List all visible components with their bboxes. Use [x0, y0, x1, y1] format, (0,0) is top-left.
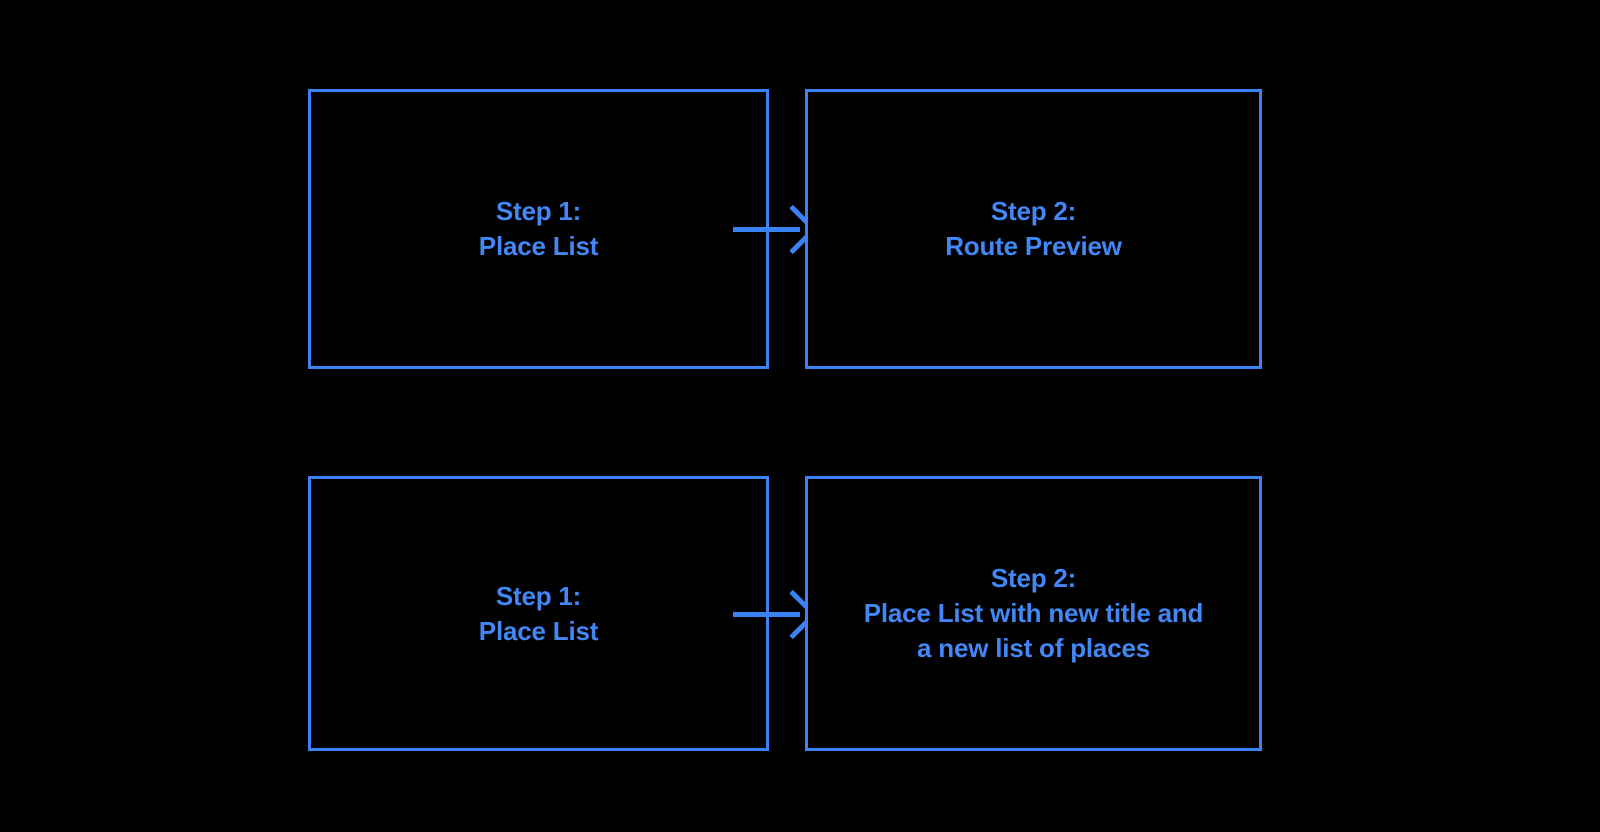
flow-row-route-preview: Step 1: Place List Step 2: Route Preview: [0, 89, 1600, 369]
step-box-label: Step 1: Place List: [478, 580, 599, 646]
step-box-step-1-place-list[interactable]: Step 1: Place List: [308, 89, 769, 369]
step-box-label: Step 2: Place List with new title and a …: [863, 563, 1204, 663]
step-box-step-2-updated-place-list[interactable]: Step 2: Place List with new title and a …: [805, 476, 1262, 751]
step-box-label: Step 2: Route Preview: [945, 196, 1122, 261]
step-box-step-1-place-list[interactable]: Step 1: Place List: [308, 476, 769, 751]
step-box-label: Step 1: Place List: [478, 196, 599, 261]
flow-row-updated-place-list: Step 1: Place List Step 2: Place List wi…: [0, 476, 1600, 751]
step-box-step-2-route-preview[interactable]: Step 2: Route Preview: [805, 89, 1262, 369]
